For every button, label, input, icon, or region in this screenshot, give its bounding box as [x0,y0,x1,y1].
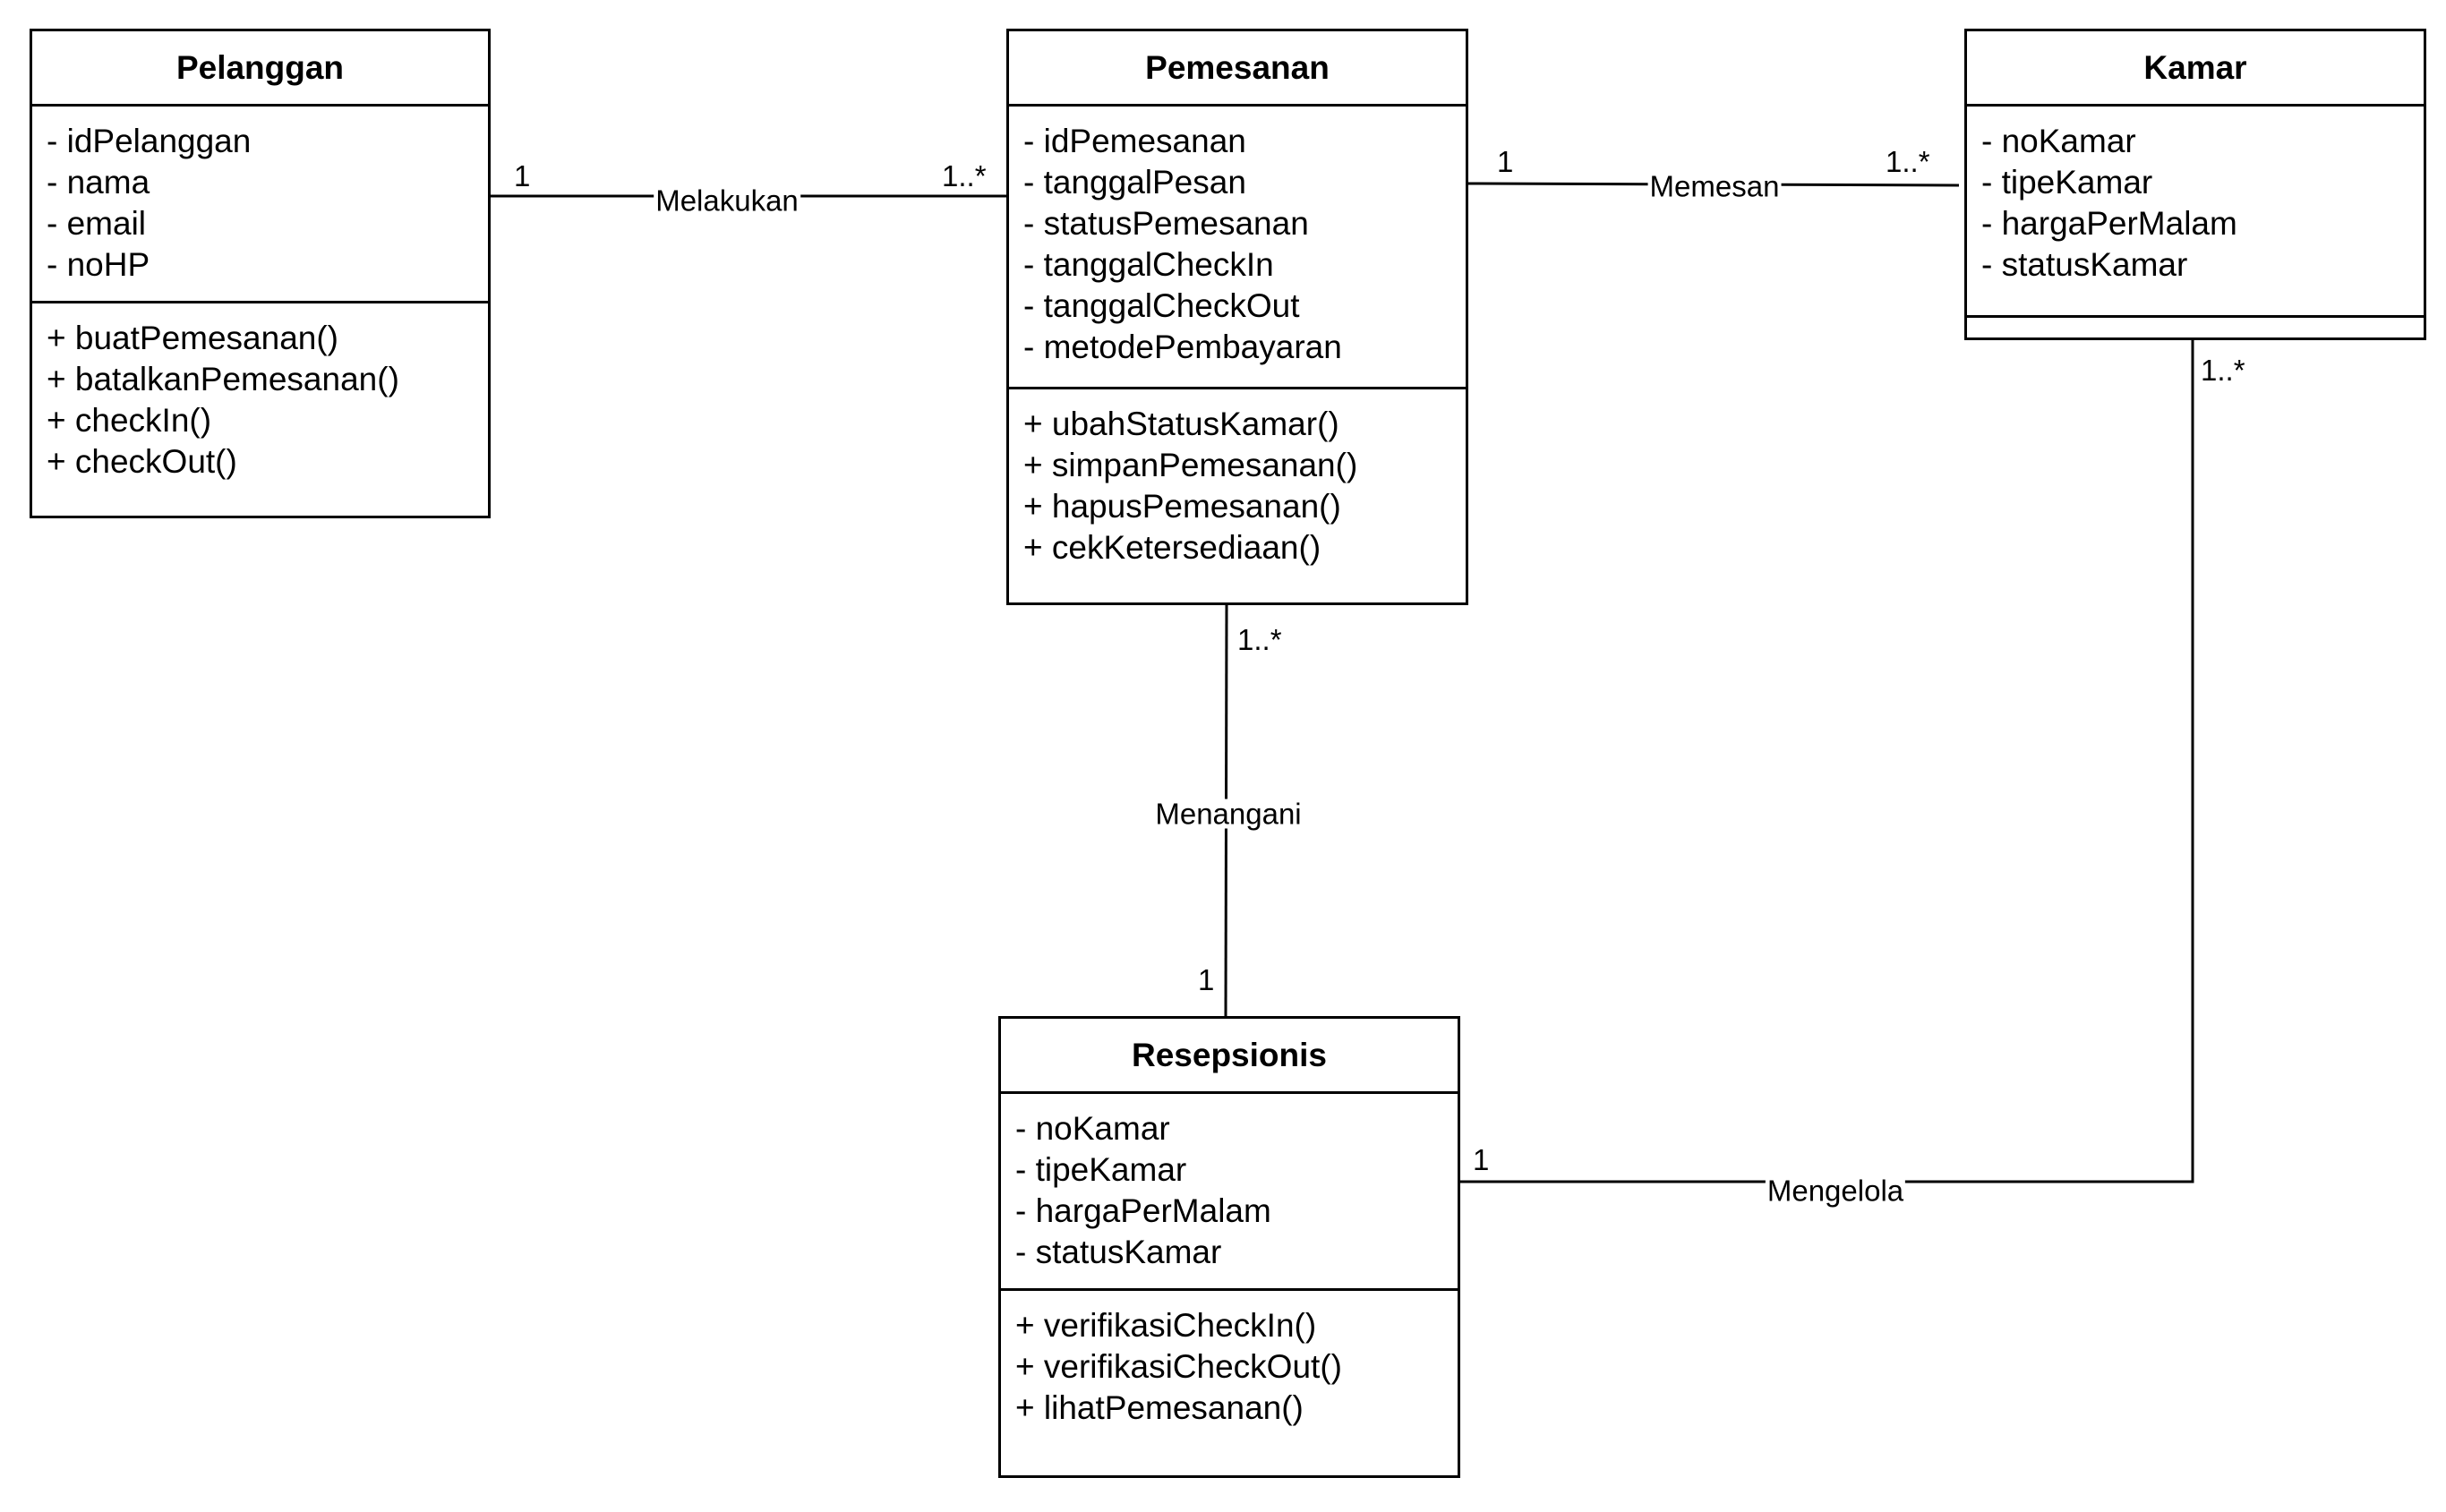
class-pemesanan-methods: + ubahStatusKamar() + simpanPemesanan() … [1009,389,1466,579]
multiplicity-memesan-target: 1..* [1886,145,1930,178]
class-resepsionis-attributes: - noKamar - tipeKamar - hargaPerMalam - … [1001,1094,1458,1291]
class-pelanggan-attributes: - idPelanggan - nama - email - noHP [32,107,488,303]
class-pemesanan[interactable]: Pemesanan - idPemesanan - tanggalPesan -… [1006,29,1468,605]
class-pemesanan-name: Pemesanan [1009,31,1466,107]
attribute: - tanggalCheckIn [1023,246,1274,283]
multiplicity-mengelola-target: 1..* [2201,354,2245,387]
class-resepsionis-methods: + verifikasiCheckIn() + verifikasiCheckO… [1001,1291,1458,1439]
class-pemesanan-attributes: - idPemesanan - tanggalPesan - statusPem… [1009,107,1466,389]
association-label-memesan: Memesan [1647,169,1782,203]
class-kamar-attributes: - noKamar - tipeKamar - hargaPerMalam - … [1967,107,2424,318]
attribute: - noHP [47,246,150,283]
class-resepsionis-name: Resepsionis [1001,1019,1458,1094]
class-pelanggan[interactable]: Pelanggan - idPelanggan - nama - email -… [30,29,491,518]
attribute: - idPemesanan [1023,123,1246,159]
method: + verifikasiCheckOut() [1015,1348,1342,1385]
multiplicity-melakukan-target: 1..* [942,159,987,192]
method: + checkIn() [47,402,212,439]
method: + batalkanPemesanan() [47,361,399,397]
attribute: - tipeKamar [1015,1151,1187,1188]
class-pelanggan-methods: + buatPemesanan() + batalkanPemesanan() … [32,303,488,493]
method: + hapusPemesanan() [1023,488,1341,525]
multiplicity-menangani-source: 1..* [1237,623,1282,656]
attribute: - statusPemesanan [1023,205,1309,242]
association-label-melakukan: Melakukan [654,184,800,218]
attribute: - hargaPerMalam [1981,205,2237,242]
class-pelanggan-name: Pelanggan [32,31,488,107]
multiplicity-menangani-target: 1 [1198,963,1215,996]
class-resepsionis[interactable]: Resepsionis - noKamar - tipeKamar - harg… [998,1016,1460,1478]
attribute: - metodePembayaran [1023,329,1342,365]
multiplicity-memesan-source: 1 [1497,145,1514,178]
multiplicity-mengelola-source: 1 [1473,1143,1490,1176]
method: + buatPemesanan() [47,320,339,356]
attribute: - tipeKamar [1981,164,2153,201]
association-label-menangani: Menangani [1153,797,1304,831]
attribute: - hargaPerMalam [1015,1192,1271,1229]
method: + cekKetersediaan() [1023,529,1321,566]
method: + verifikasiCheckIn() [1015,1307,1317,1344]
multiplicity-melakukan-source: 1 [514,159,531,192]
association-line-mengelola [1457,340,2194,1183]
attribute: - noKamar [1015,1110,1170,1147]
attribute: - idPelanggan [47,123,252,159]
attribute: - statusKamar [1015,1234,1222,1270]
association-label-mengelola: Mengelola [1765,1174,1906,1208]
method: + lihatPemesanan() [1015,1389,1304,1426]
attribute: - nama [47,164,150,201]
attribute: - noKamar [1981,123,2136,159]
method: + checkOut() [47,443,237,480]
class-kamar[interactable]: Kamar - noKamar - tipeKamar - hargaPerMa… [1964,29,2426,340]
method: + simpanPemesanan() [1023,447,1358,483]
attribute: - tanggalCheckOut [1023,287,1300,324]
class-kamar-methods [1967,318,2424,343]
attribute: - tanggalPesan [1023,164,1246,201]
class-kamar-name: Kamar [1967,31,2424,107]
attribute: - statusKamar [1981,246,2188,283]
method: + ubahStatusKamar() [1023,406,1339,442]
attribute: - email [47,205,147,242]
